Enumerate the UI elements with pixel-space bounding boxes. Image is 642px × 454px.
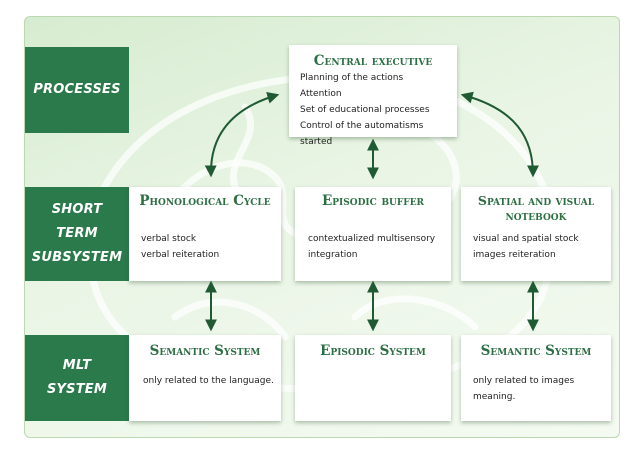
spatial-visual-notebook-title: Spatial and visual notebook [477, 193, 595, 223]
row-label-short-term-subsystem: SHORT TERM SUBSYSTEM [25, 187, 129, 281]
episodic-buffer-item: contextualized multisensory [308, 234, 436, 244]
episodic-system-box: Episodic System [295, 335, 451, 421]
diagram-panel: PROCESSES SHORT TERM SUBSYSTEM MLT SYSTE… [24, 16, 620, 438]
central-executive-box: Central executive Planning of the action… [289, 45, 457, 147]
phonological-cycle-title: Phonological Cycle [139, 193, 271, 209]
semantic-system-language-box: Semantic System only related to the lang… [129, 335, 281, 421]
episodic-buffer-box: Episodic buffer contextualized multisens… [295, 187, 451, 281]
spatial-visual-notebook-item: visual and spatial stock [473, 234, 579, 244]
central-executive-title: Central executive [313, 53, 433, 69]
episodic-system-title: Episodic System [320, 343, 426, 359]
semantic-system-title: Semantic System [480, 343, 592, 359]
semantic-system-images-box: Semantic System only related to images m… [461, 335, 611, 421]
central-executive-list: Planning of the actions Attention Set of… [289, 70, 457, 150]
phonological-cycle-box: Phonological Cycle verbal stock verbal r… [129, 187, 281, 281]
semantic-system-title: Semantic System [149, 343, 261, 359]
connectors [204, 91, 539, 332]
phonological-cycle-item: verbal reiteration [141, 250, 220, 260]
row-label-processes: PROCESSES [25, 47, 129, 133]
central-executive-item: Set of educational processes [300, 105, 430, 115]
central-executive-item: Control of the automatisms started [300, 121, 424, 147]
episodic-buffer-title: Episodic buffer [321, 193, 425, 209]
row-label-mlt-system: MLT SYSTEM [25, 335, 129, 421]
semantic-system-item: only related to the language. [143, 376, 274, 386]
semantic-system-item: only related to images meaning. [473, 376, 575, 402]
spatial-visual-notebook-box: Spatial and visual notebook visual and s… [461, 187, 611, 281]
spatial-visual-notebook-item: images reiteration [473, 250, 556, 260]
central-executive-item: Planning of the actions [300, 73, 404, 83]
episodic-buffer-item: integration [308, 250, 358, 260]
arrow-central-to-spatial [460, 91, 539, 178]
central-executive-item: Attention [300, 89, 342, 99]
phonological-cycle-item: verbal stock [141, 234, 197, 244]
arrow-central-to-phonological [204, 91, 280, 178]
